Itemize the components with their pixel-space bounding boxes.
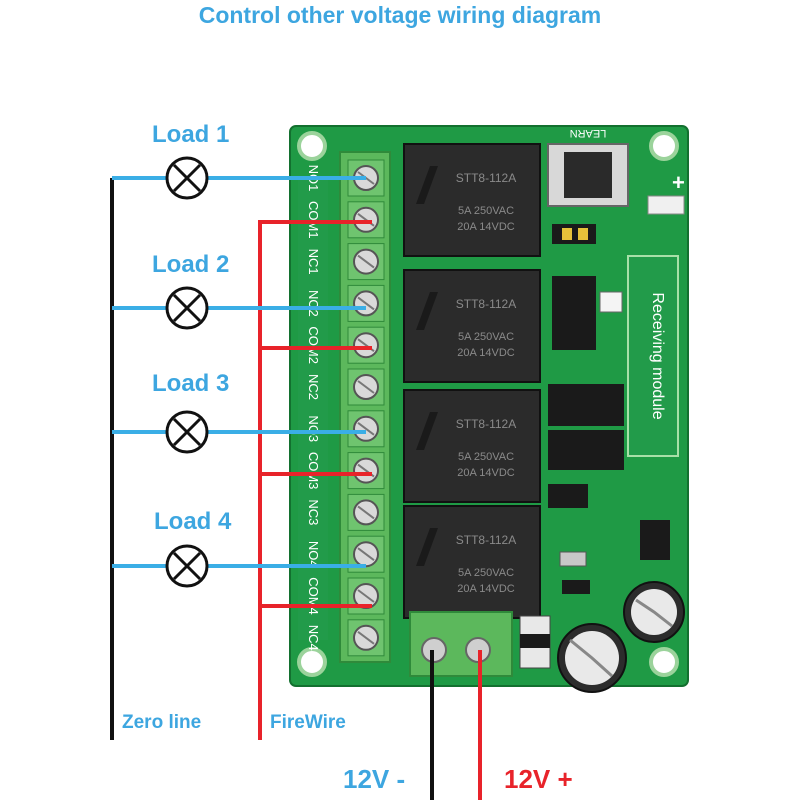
relay-rating: 20A 14VDC bbox=[457, 583, 515, 595]
capacitor-1 bbox=[557, 623, 627, 693]
terminal-label: NC4 bbox=[306, 625, 321, 651]
diode-band bbox=[520, 634, 550, 648]
relay-rating: 20A 14VDC bbox=[457, 221, 515, 233]
terminal-label: NO2 bbox=[306, 290, 321, 317]
relay-rating: 5A 250VAC bbox=[458, 567, 514, 579]
load-wires bbox=[112, 176, 372, 608]
load-2-label: Load 2 bbox=[152, 251, 230, 278]
terminal-label: NC3 bbox=[306, 499, 321, 525]
terminal-label: NC1 bbox=[306, 249, 321, 275]
connector bbox=[599, 291, 623, 313]
load-4-label: Load 4 bbox=[154, 508, 232, 535]
terminal-label: COM4 bbox=[306, 577, 321, 615]
relay-model: STT8-112A bbox=[456, 417, 516, 431]
terminal-screw bbox=[347, 493, 385, 531]
load-1-label: Load 1 bbox=[152, 121, 230, 148]
regulator bbox=[640, 520, 670, 560]
terminal-screw bbox=[347, 619, 385, 657]
terminal-screw bbox=[347, 452, 385, 490]
negative-voltage-label: 12V - bbox=[343, 764, 406, 794]
relay-model: STT8-112A bbox=[456, 297, 516, 311]
relay: STT8-112A 5A 250VAC 20A 14VDC bbox=[403, 269, 541, 383]
relays: STT8-112A 5A 250VAC 20A 14VDC STT8-112A 5A 2… bbox=[403, 143, 541, 619]
mounting-holes bbox=[297, 131, 679, 677]
positive-voltage-label: 12V + bbox=[504, 764, 573, 794]
plus-mark: + bbox=[672, 170, 685, 195]
capacitor-2 bbox=[623, 581, 685, 643]
jumper-pin bbox=[562, 228, 572, 240]
fire-wire-label: FireWire bbox=[270, 712, 346, 733]
learn-button: LEARN bbox=[547, 127, 629, 207]
ic-chip bbox=[552, 276, 596, 350]
load-3-label: Load 3 bbox=[152, 370, 230, 397]
lamps bbox=[165, 156, 209, 588]
terminal-label: NC2 bbox=[306, 374, 321, 400]
terminal-screw bbox=[347, 326, 385, 364]
relay-rating: 5A 250VAC bbox=[458, 331, 514, 343]
jumper bbox=[552, 224, 596, 244]
mounting-hole bbox=[297, 647, 327, 677]
lamp-icon bbox=[165, 544, 209, 588]
mounting-hole bbox=[649, 647, 679, 677]
terminal-screw bbox=[347, 410, 385, 448]
receiving-module-label: Receiving module bbox=[649, 292, 666, 419]
lamp-icon bbox=[165, 286, 209, 330]
terminal-label: COM1 bbox=[306, 201, 321, 239]
relay: STT8-112A 5A 250VAC 20A 14VDC bbox=[403, 143, 541, 257]
zero-line-label: Zero line bbox=[122, 712, 202, 733]
mounting-hole bbox=[297, 131, 327, 161]
terminal-screw bbox=[347, 201, 385, 239]
capacitor-smd bbox=[559, 551, 587, 567]
relay: STT8-112A 5A 250VAC 20A 14VDC bbox=[403, 389, 541, 503]
relay-model: STT8-112A bbox=[456, 533, 516, 547]
ic-chip bbox=[548, 384, 624, 426]
relay-model: STT8-112A bbox=[456, 171, 516, 185]
led bbox=[647, 195, 685, 215]
terminal-label-strip bbox=[298, 180, 328, 640]
terminal-label: COM2 bbox=[306, 326, 321, 364]
lamp-icon bbox=[165, 156, 209, 200]
terminal-screw bbox=[347, 577, 385, 615]
relay-rating: 5A 250VAC bbox=[458, 205, 514, 217]
mounting-hole bbox=[649, 131, 679, 161]
terminal-screw bbox=[347, 368, 385, 406]
transistor bbox=[548, 484, 588, 508]
ic-chip bbox=[548, 430, 624, 470]
relay-rating: 5A 250VAC bbox=[458, 451, 514, 463]
terminal-screw bbox=[347, 243, 385, 281]
diagram-title: Control other voltage wiring diagram bbox=[198, 2, 602, 28]
relay-rating: 20A 14VDC bbox=[457, 347, 515, 359]
terminal-label: NO4 bbox=[306, 541, 321, 568]
jumper-pin bbox=[578, 228, 588, 240]
terminal-label: COM3 bbox=[306, 452, 321, 490]
lamp-icon bbox=[165, 410, 209, 454]
relay: STT8-112A 5A 250VAC 20A 14VDC bbox=[403, 505, 541, 619]
terminal-label: NO3 bbox=[306, 415, 321, 442]
learn-label: LEARN bbox=[570, 127, 607, 139]
relay-rating: 20A 14VDC bbox=[457, 467, 515, 479]
diode bbox=[562, 580, 590, 594]
power-terminal bbox=[409, 611, 513, 677]
receiving-module: Receiving module bbox=[627, 255, 679, 457]
terminal-screw bbox=[347, 284, 385, 322]
